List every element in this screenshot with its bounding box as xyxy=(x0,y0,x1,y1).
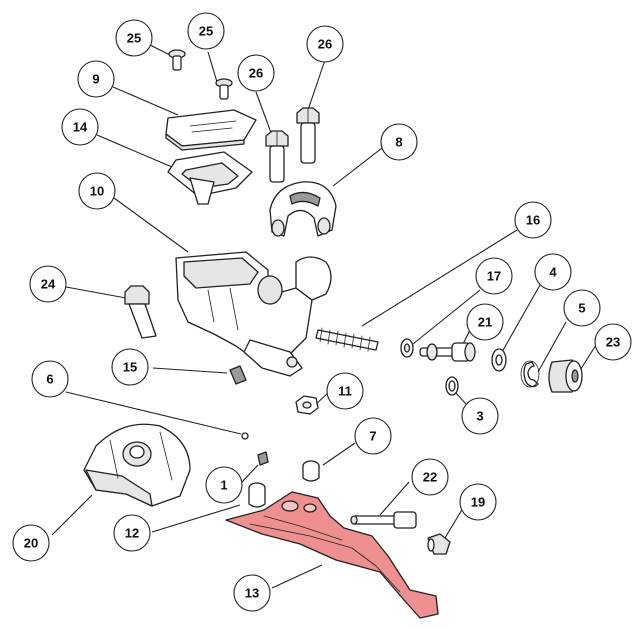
part-21-piston xyxy=(419,342,476,362)
callout-9: 9 xyxy=(77,60,115,98)
callout-label: 8 xyxy=(395,135,402,150)
callout-22: 22 xyxy=(411,458,449,496)
callout-label: 4 xyxy=(549,265,557,280)
callout-label: 17 xyxy=(487,269,501,284)
part-16-spring xyxy=(315,327,379,352)
callout-11: 11 xyxy=(326,372,364,410)
part-10-master-cylinder-body xyxy=(175,251,332,377)
callout-label: 20 xyxy=(24,536,38,551)
part-8-clamp xyxy=(269,181,337,237)
callout-label: 5 xyxy=(578,301,585,316)
callout-24: 24 xyxy=(29,265,67,303)
callout-1: 1 xyxy=(205,466,243,504)
callout-label: 26 xyxy=(318,37,332,52)
part-12-pivot-pin xyxy=(248,482,266,508)
part-9-reservoir-cap xyxy=(165,109,257,151)
callout-23: 23 xyxy=(594,323,632,361)
callout-25-right: 25 xyxy=(187,12,225,50)
part-26-bolt-right xyxy=(296,107,320,164)
callout-14: 14 xyxy=(61,108,99,146)
part-4-washer xyxy=(491,348,507,372)
callout-label: 21 xyxy=(478,315,492,330)
callout-label: 16 xyxy=(526,213,540,228)
part-20-lever-guard xyxy=(83,423,191,507)
part-24-bolt xyxy=(124,285,157,339)
callout-7: 7 xyxy=(354,417,392,455)
callout-26-right: 26 xyxy=(306,25,344,63)
callout-6: 6 xyxy=(31,360,69,398)
callout-label: 24 xyxy=(41,277,56,292)
callout-label: 9 xyxy=(92,72,99,87)
callout-20: 20 xyxy=(12,524,50,562)
part-7-bushing xyxy=(302,460,320,482)
callout-label: 22 xyxy=(423,470,437,485)
callout-4: 4 xyxy=(534,253,572,291)
callout-label: 25 xyxy=(127,31,141,46)
part-13-brake-lever xyxy=(225,491,439,619)
callout-17: 17 xyxy=(475,257,513,295)
callout-label: 19 xyxy=(471,495,485,510)
callout-5: 5 xyxy=(563,289,601,327)
callout-label: 3 xyxy=(476,409,483,424)
callout-label: 13 xyxy=(245,586,259,601)
callout-label: 23 xyxy=(606,335,620,350)
part-5-circlip xyxy=(520,360,540,388)
callout-8: 8 xyxy=(380,123,418,161)
callout-25-left: 25 xyxy=(115,19,153,57)
callout-label: 1 xyxy=(220,478,227,493)
callout-3: 3 xyxy=(461,397,499,435)
part-19-adjuster-knob xyxy=(427,533,451,555)
part-25-screw-right xyxy=(215,78,233,100)
callout-label: 25 xyxy=(199,24,213,39)
callout-15: 15 xyxy=(111,348,149,386)
callout-label: 14 xyxy=(73,120,88,135)
callout-label: 26 xyxy=(249,66,263,81)
callout-16: 16 xyxy=(514,201,552,239)
part-23-boot xyxy=(548,359,583,393)
part-26-bolt-left xyxy=(265,130,289,183)
callout-label: 6 xyxy=(46,372,53,387)
part-11-nut xyxy=(295,395,319,415)
part-1-insert xyxy=(257,451,269,466)
part-25-screw-left xyxy=(168,49,186,71)
callout-12: 12 xyxy=(113,514,151,552)
callout-label: 10 xyxy=(90,184,104,199)
part-3-o-ring xyxy=(445,376,459,396)
callout-label: 12 xyxy=(125,526,139,541)
part-6-ball xyxy=(241,432,249,440)
part-22-adjuster-rod xyxy=(350,511,417,529)
callout-label: 11 xyxy=(338,384,352,399)
callout-label: 7 xyxy=(369,429,376,444)
callout-label: 15 xyxy=(123,360,137,375)
callout-10: 10 xyxy=(78,172,116,210)
callout-26-left: 26 xyxy=(237,54,275,92)
callout-21: 21 xyxy=(466,303,504,341)
part-15-set-screw xyxy=(229,365,247,385)
callout-13: 13 xyxy=(233,574,271,612)
part-14-diaphragm xyxy=(167,151,253,205)
callout-19: 19 xyxy=(459,483,497,521)
part-17-washer xyxy=(400,338,414,358)
